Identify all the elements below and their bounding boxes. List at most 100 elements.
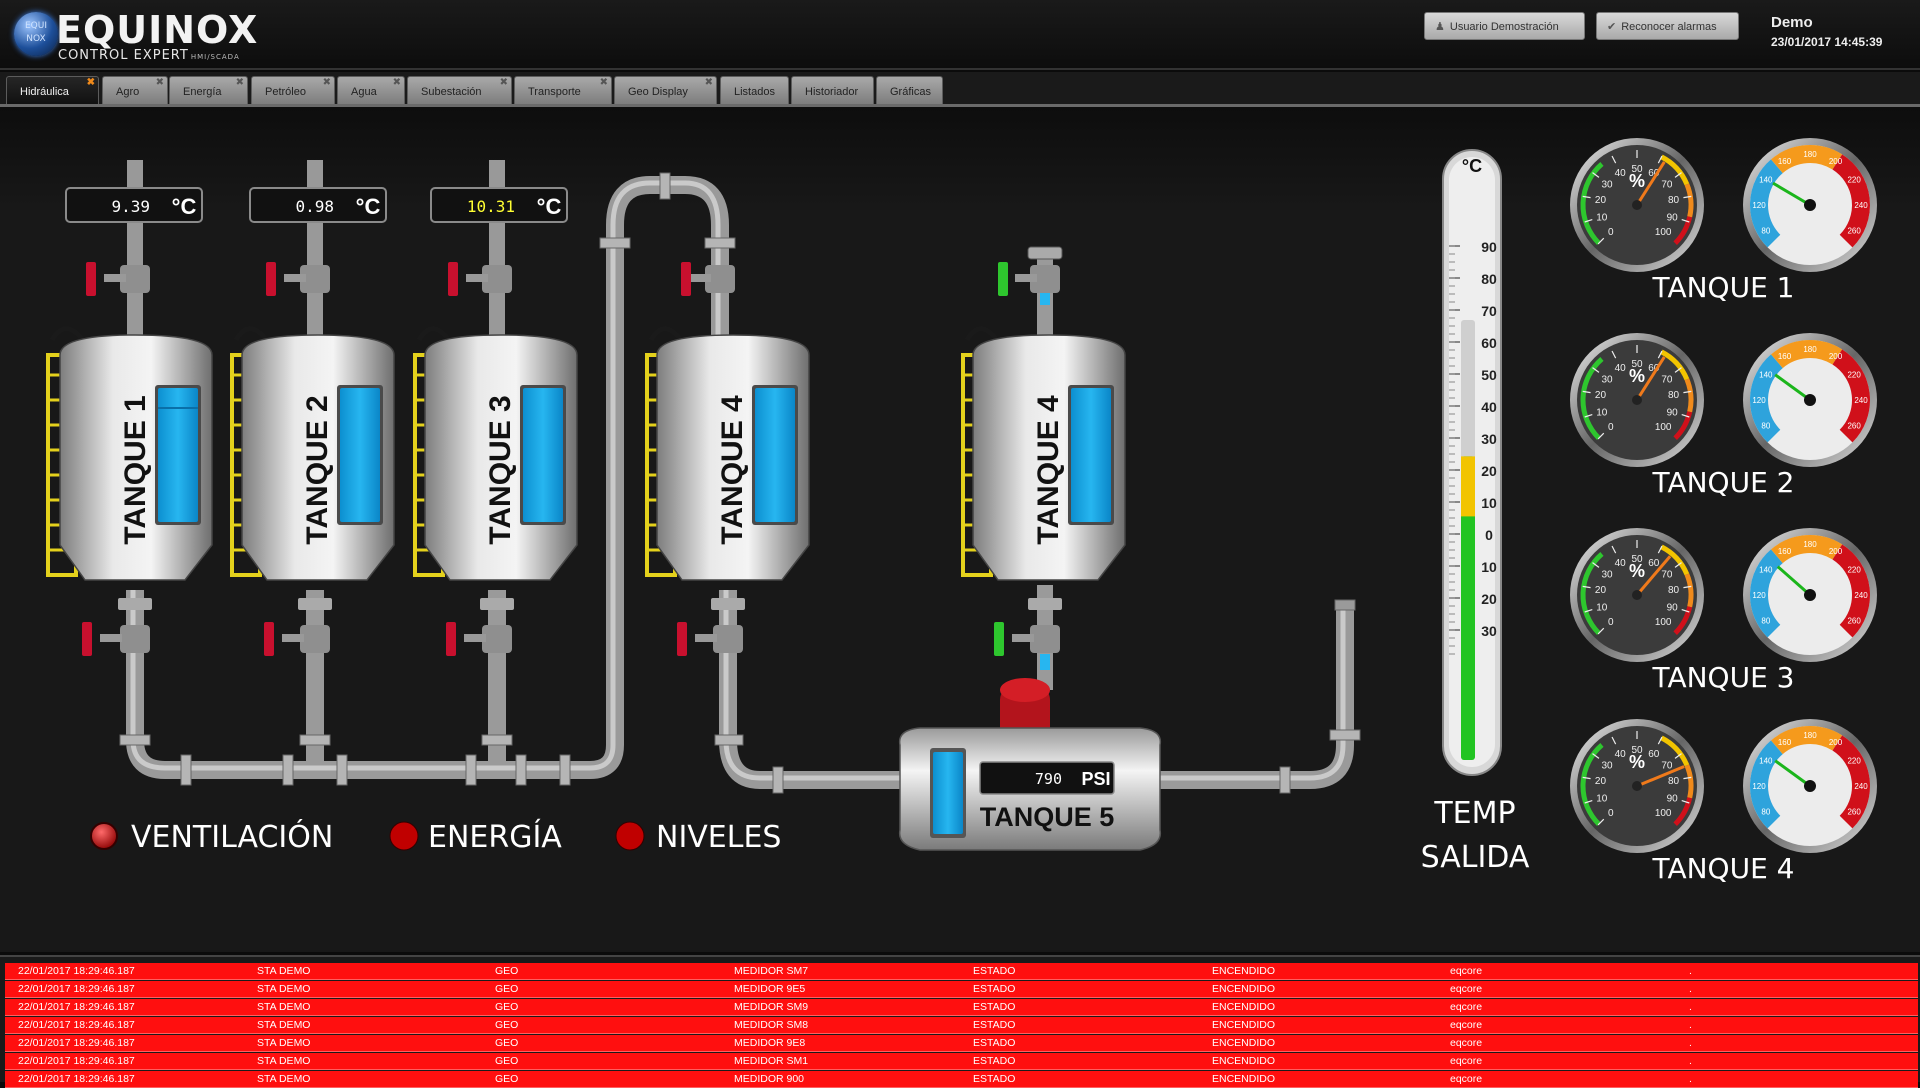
tank-4[interactable]: TANQUE 4 bbox=[645, 326, 810, 581]
gauge-tick-label: 0 bbox=[1608, 808, 1614, 819]
tank-4b[interactable]: TANQUE 4 bbox=[961, 326, 1126, 581]
valve-tank4b-bottom[interactable] bbox=[994, 622, 1060, 670]
valve-tank4b-top[interactable] bbox=[998, 262, 1060, 305]
valve-tank1-bottom[interactable] bbox=[82, 622, 150, 656]
close-tab-icon[interactable]: ✖ bbox=[499, 77, 508, 88]
gauge-tick bbox=[1597, 818, 1605, 826]
indicator-ventilacion: VENTILACIÓN bbox=[90, 818, 333, 855]
tab-agua[interactable]: Agua✖ bbox=[337, 76, 405, 104]
alarm-cell: 22/01/2017 18:29:46.187 bbox=[18, 1019, 135, 1031]
gauge-tick-label: 10 bbox=[1596, 212, 1608, 223]
alarm-cell: . bbox=[1689, 1019, 1692, 1031]
tank-label: TANQUE 3 bbox=[484, 395, 517, 544]
gauge-tick-label: 10 bbox=[1596, 793, 1608, 804]
gauge-tick-label: 120 bbox=[1752, 201, 1766, 210]
gauge-tick-label: 60 bbox=[1648, 363, 1660, 374]
tank-2[interactable]: TANQUE 2 bbox=[230, 326, 395, 581]
alarm-cell: ENCENDIDO bbox=[1212, 965, 1276, 977]
close-tab-icon[interactable]: ✖ bbox=[392, 77, 401, 88]
gauge-needle bbox=[1774, 759, 1811, 788]
gauge-tick-label: 200 bbox=[1829, 157, 1843, 166]
thermometer-tick-label: 10 bbox=[1481, 495, 1497, 511]
tab-transporte[interactable]: Transporte✖ bbox=[514, 76, 612, 104]
temp-unit: °C bbox=[537, 194, 562, 219]
tab-energia[interactable]: Energía✖ bbox=[169, 76, 248, 104]
close-tab-icon[interactable]: ✖ bbox=[322, 77, 331, 88]
gauge-tick-label: 160 bbox=[1778, 157, 1792, 166]
close-tab-icon[interactable]: ✖ bbox=[599, 77, 608, 88]
gauge-tick-label: 100 bbox=[1655, 808, 1672, 819]
gauge-tick bbox=[1582, 390, 1591, 394]
gauge-tick-label: 20 bbox=[1595, 776, 1607, 787]
close-tab-icon[interactable]: ✖ bbox=[704, 77, 713, 88]
gauge-tick-label: 200 bbox=[1829, 352, 1843, 361]
tab-graficas[interactable]: Gráficas bbox=[876, 76, 943, 104]
valve-tank3-top[interactable] bbox=[448, 262, 512, 296]
alarm-cell: GEO bbox=[495, 983, 519, 995]
gauge-tick-label: 90 bbox=[1667, 407, 1679, 418]
valve-tank4-top[interactable] bbox=[681, 262, 735, 296]
gauge-tick-label: 60 bbox=[1648, 168, 1660, 179]
current-user: Demo bbox=[1771, 14, 1813, 31]
thermometer-tick-label: 80 bbox=[1481, 271, 1497, 287]
gauge-tick-label: 30 bbox=[1602, 569, 1614, 580]
user-button[interactable]: ♟Usuario Demostración bbox=[1424, 12, 1585, 40]
alarm-cell: 22/01/2017 18:29:46.187 bbox=[18, 1055, 135, 1067]
tab-subestacion[interactable]: Subestación✖ bbox=[407, 76, 512, 104]
gauge-yellow-band bbox=[1660, 154, 1690, 186]
thermometer-tick-label: 40 bbox=[1481, 399, 1497, 415]
tab-label: Gráficas bbox=[890, 86, 931, 98]
tank5-label: TANQUE 5 bbox=[980, 802, 1115, 832]
tab-listados[interactable]: Listados bbox=[720, 76, 789, 104]
tank-3[interactable]: TANQUE 3 bbox=[413, 326, 578, 581]
gauge-warm-band bbox=[1771, 535, 1843, 564]
tab-agro[interactable]: Agro✖ bbox=[102, 76, 168, 104]
valve-tank1-top[interactable] bbox=[86, 262, 150, 296]
acknowledge-alarms-button[interactable]: ✔Reconocer alarmas bbox=[1596, 12, 1739, 40]
valve-tank4-bottom[interactable] bbox=[677, 622, 743, 656]
tank-1[interactable]: TANQUE 1 bbox=[46, 326, 213, 581]
logo-title: EQUINOX bbox=[56, 8, 259, 52]
tank-label: TANQUE 4 bbox=[716, 395, 749, 545]
tab-historiador[interactable]: Historiador bbox=[791, 76, 874, 104]
gauge-tick-label: 220 bbox=[1847, 176, 1861, 185]
close-tab-icon[interactable]: ✖ bbox=[235, 77, 244, 88]
gauge-percent-symbol: % bbox=[1629, 752, 1645, 772]
gauge-tick bbox=[1582, 776, 1591, 780]
tab-geo-display[interactable]: Geo Display✖ bbox=[614, 76, 717, 104]
gauge-hub bbox=[1632, 590, 1642, 600]
gauge-tick bbox=[1584, 218, 1593, 223]
close-tab-icon[interactable]: ✖ bbox=[155, 77, 164, 88]
valve-tank2-bottom[interactable] bbox=[264, 622, 330, 656]
gauge-green-band bbox=[1580, 357, 1604, 440]
alarm-cell: 22/01/2017 18:29:46.187 bbox=[18, 983, 135, 995]
gauge-tick bbox=[1611, 736, 1617, 745]
thermometer-tick-label: 30 bbox=[1481, 623, 1497, 639]
valve-tank3-bottom[interactable] bbox=[446, 622, 512, 656]
tab-petroleo[interactable]: Petróleo✖ bbox=[251, 76, 335, 104]
valve-tank2-top[interactable] bbox=[266, 262, 330, 296]
gauge-tick bbox=[1674, 753, 1682, 759]
hmi-canvas: TANQUE 1 TANQUE 2 TANQUE 3 TANQUE 4 TANQ bbox=[0, 107, 1920, 952]
tab-hidraulica[interactable]: Hidráulica✖ bbox=[6, 76, 99, 104]
gauge-group-label: TANQUE 4 bbox=[1652, 852, 1795, 885]
tank-5[interactable]: 790 PSI TANQUE 5 bbox=[898, 678, 1162, 851]
close-tab-icon[interactable]: ✖ bbox=[86, 77, 95, 88]
gauge-tick bbox=[1584, 413, 1593, 418]
gauge-tick-label: 90 bbox=[1667, 212, 1679, 223]
gauge-tick bbox=[1674, 562, 1682, 568]
thermometer-tick-label: 60 bbox=[1481, 335, 1497, 351]
gauge-cold-band bbox=[1750, 159, 1784, 248]
gauge-tick bbox=[1584, 799, 1593, 804]
